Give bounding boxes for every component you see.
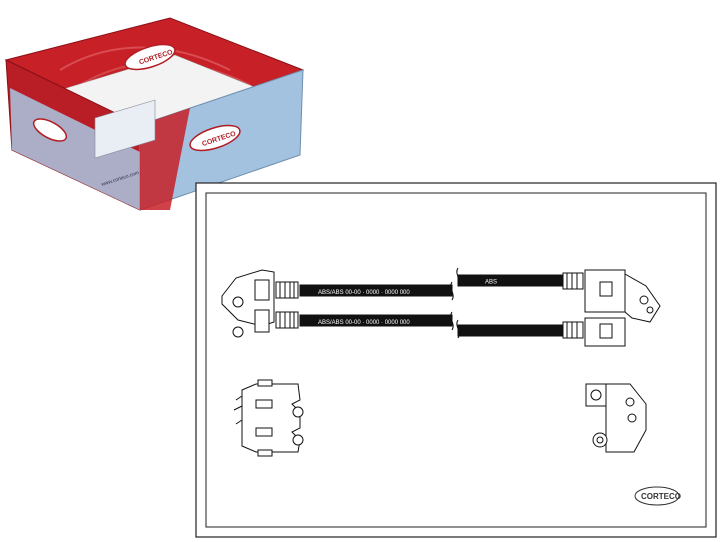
technical-drawing: ABS/ABS 00-00 · 0000 · 0000 000 ABS ABS bbox=[195, 182, 717, 538]
hose-top-tag: ABS bbox=[485, 280, 497, 286]
drawing-inner-frame bbox=[205, 192, 707, 528]
hose-assembly-top: ABS/ABS 00-00 · 0000 · 0000 000 ABS bbox=[221, 267, 661, 327]
hose-assembly-bottom: ABS/ABS 00-00 · 0000 · 0000 000 bbox=[232, 309, 626, 347]
corteco-box: CORTECO CORTECO www.corteco.com bbox=[4, 17, 305, 211]
block-detail-right bbox=[585, 383, 647, 453]
corteco-logo-text: CORTECO bbox=[641, 492, 681, 501]
drawing-outer-frame bbox=[195, 182, 717, 538]
hose-bottom-print: ABS/ABS 00-00 · 0000 · 0000 000 bbox=[318, 320, 410, 326]
bracket-detail-left bbox=[233, 379, 304, 457]
hose-top-print: ABS/ABS 00-00 · 0000 · 0000 000 bbox=[318, 290, 410, 296]
corteco-logo: CORTECO bbox=[634, 486, 681, 506]
